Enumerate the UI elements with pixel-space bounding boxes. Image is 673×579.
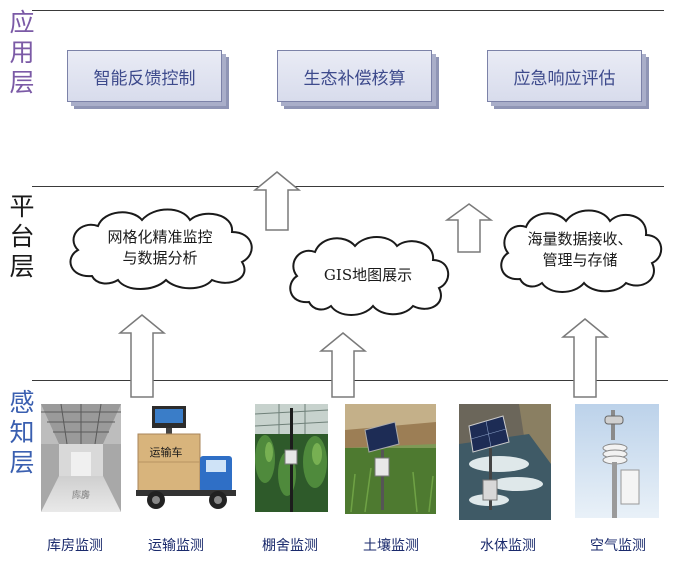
cloud-data-storage: 海量数据接收、 管理与存储 bbox=[494, 207, 666, 293]
caption-greenhouse-monitoring: 棚舍监测 bbox=[262, 538, 318, 554]
layer-label-perception: 感 知 层 bbox=[8, 388, 36, 478]
up-arrow-platform-to-app-right bbox=[444, 203, 494, 253]
up-arrow-platform-to-app-left bbox=[252, 171, 302, 231]
app-box-emergency-response: 应急响应评估 bbox=[487, 50, 642, 102]
caption-transport-monitoring: 运输监测 bbox=[148, 538, 204, 554]
layer-char: 台 bbox=[9, 222, 35, 251]
cloud-line: 网格化精准监控 bbox=[107, 228, 213, 246]
up-arrow-perception-to-platform-left bbox=[117, 314, 167, 398]
app-box-label: 智能反馈控制 bbox=[93, 68, 196, 89]
cloud-line: 海量数据接收、 bbox=[527, 230, 633, 248]
layer-char: 平 bbox=[9, 192, 35, 221]
app-box-eco-compensation: 生态补偿核算 bbox=[277, 50, 432, 102]
warehouse-photo: 库房 bbox=[41, 404, 121, 512]
platform-divider bbox=[32, 186, 664, 187]
air-photo bbox=[575, 404, 659, 518]
water-photo bbox=[459, 404, 551, 520]
top-divider bbox=[32, 10, 664, 11]
warehouse-photo-label: 库房 bbox=[72, 489, 90, 501]
cloud-grid-monitoring: 网格化精准监控 与数据分析 bbox=[62, 206, 258, 290]
app-box-label: 应急响应评估 bbox=[513, 68, 616, 89]
up-arrow-perception-to-platform-right bbox=[560, 318, 610, 398]
greenhouse-photo bbox=[255, 404, 328, 512]
layer-char: 应 bbox=[9, 8, 35, 37]
caption-air-monitoring: 空气监测 bbox=[590, 538, 646, 554]
truck-photo: 运输车 bbox=[136, 404, 240, 514]
app-box-label: 生态补偿核算 bbox=[303, 68, 406, 89]
layer-char: 用 bbox=[9, 38, 35, 67]
cloud-line: GIS地图展示 bbox=[323, 265, 413, 284]
up-arrow-perception-to-platform-middle bbox=[318, 332, 368, 398]
caption-soil-monitoring: 土壤监测 bbox=[363, 538, 419, 554]
layer-char: 层 bbox=[9, 68, 35, 97]
cloud-line: 管理与存储 bbox=[542, 251, 618, 269]
caption-water-monitoring: 水体监测 bbox=[480, 538, 536, 554]
cloud-line: 与数据分析 bbox=[122, 249, 198, 267]
truck-photo-label: 运输车 bbox=[150, 445, 183, 459]
layer-char: 感 bbox=[9, 388, 35, 417]
caption-warehouse-monitoring: 库房监测 bbox=[47, 538, 103, 554]
layer-label-application: 应 用 层 bbox=[8, 8, 36, 98]
layer-label-platform: 平 台 层 bbox=[8, 192, 36, 282]
soil-photo bbox=[345, 404, 436, 514]
layer-char: 层 bbox=[9, 252, 35, 281]
cloud-gis-map: GIS地图展示 bbox=[283, 234, 453, 316]
app-box-feedback-control: 智能反馈控制 bbox=[67, 50, 222, 102]
layer-char: 知 bbox=[9, 418, 35, 447]
layer-char: 层 bbox=[9, 448, 35, 477]
